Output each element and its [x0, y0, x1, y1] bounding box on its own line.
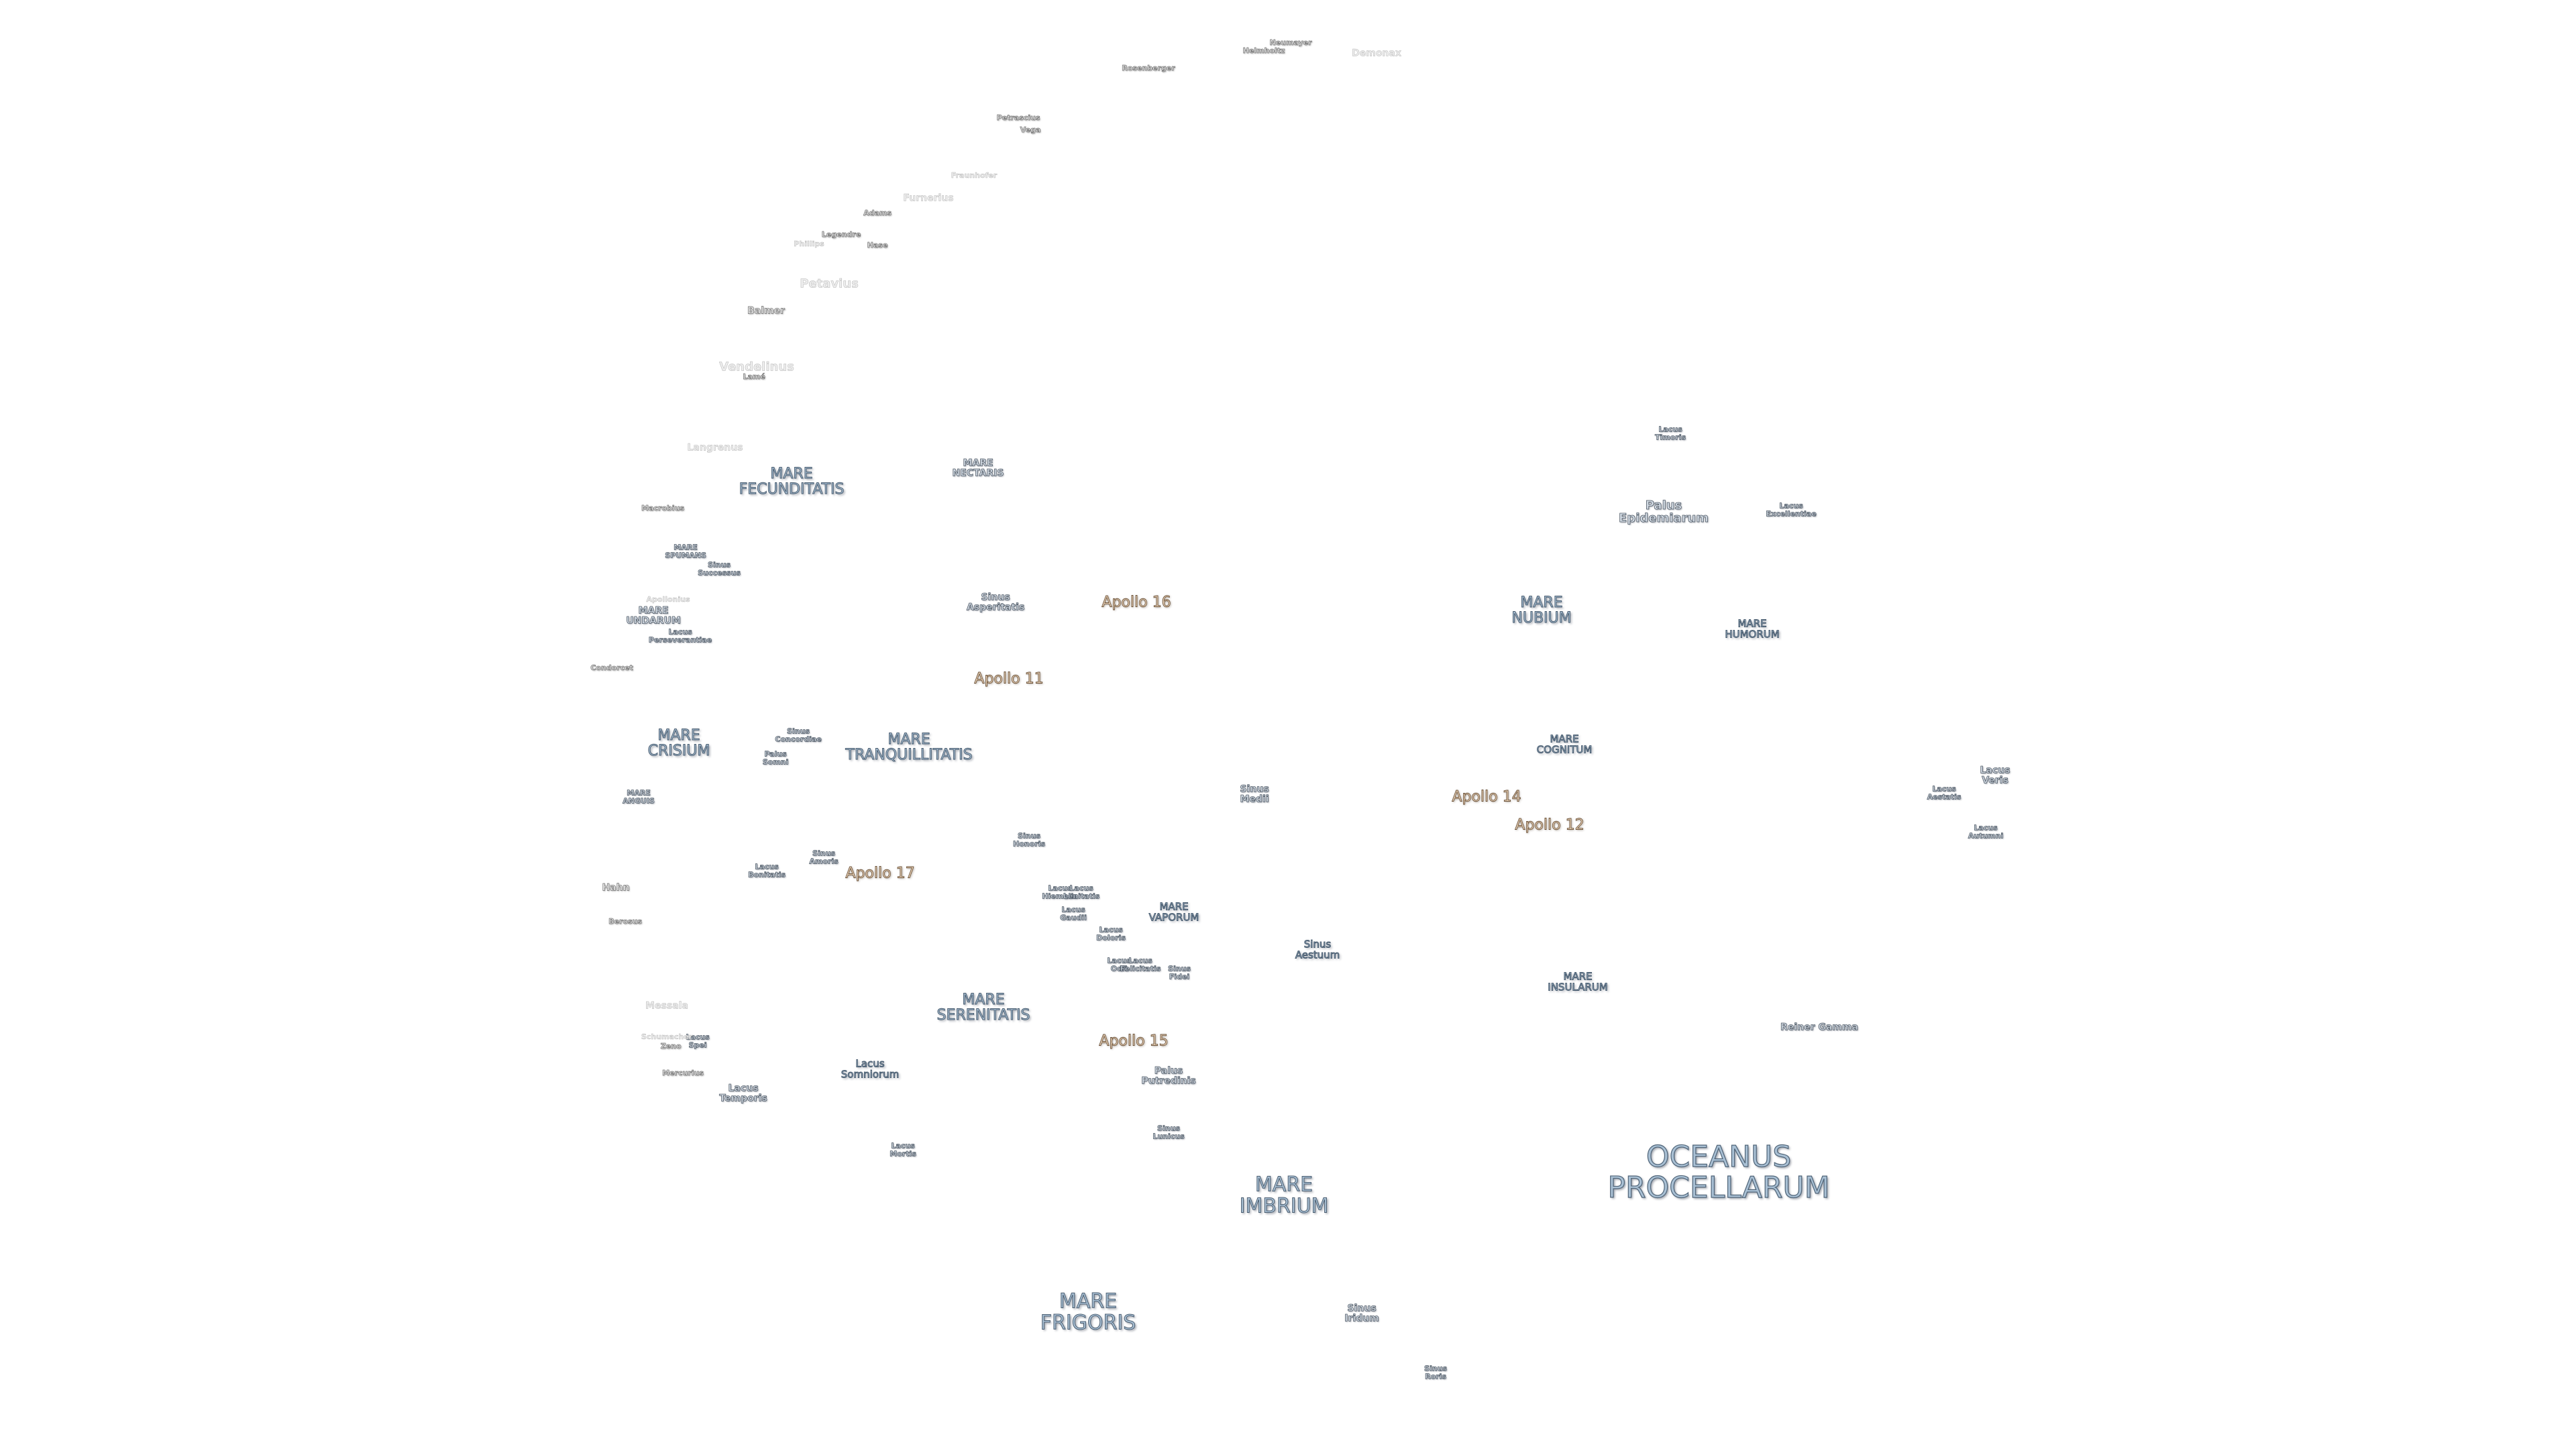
label-mare-spumans: MARE SPUMANS [665, 543, 706, 559]
label-palus-epidemiarum: Palus Epidemiarum [1619, 498, 1709, 525]
label-demonax: Demonax [1352, 48, 1401, 59]
label-furnerius: Furnerius [903, 193, 954, 204]
label-sinus-lunicus: Sinus Lunicus [1152, 1124, 1185, 1140]
label-sinus-aestuum: Sinus Aestuum [1295, 938, 1340, 961]
label-sinus-honoris: Sinus Honoris [1013, 831, 1046, 848]
label-lacus-timoris: Lacus Timoris [1654, 425, 1686, 441]
label-sinus-concordiae: Sinus Concordiae [775, 727, 822, 743]
label-lame: Lamé [743, 372, 765, 382]
label-mercurius: Mercurius [662, 1069, 704, 1078]
label-sinus-roris: Sinus Roris [1424, 1364, 1448, 1381]
label-lacus-hiemalis: Lacus Hiemalis [1042, 883, 1078, 900]
label-lacus-mortis: Lacus Mortis [890, 1141, 916, 1158]
label-apollo-11: Apollo 11 [974, 670, 1044, 688]
label-sinus-amoris: Sinus Amoris [809, 849, 839, 865]
label-neumayer: Neumayer [1269, 38, 1312, 48]
label-berosus: Berosus [608, 917, 642, 926]
label-hahn: Hahn [602, 882, 630, 894]
label-palus-somni: Palus Somni [762, 749, 789, 766]
label-condorcet: Condorcet [590, 663, 633, 673]
label-lacus-perseverantiae: Lacus Perseverantiae [648, 627, 712, 644]
label-macrobius: Macrobius [641, 504, 685, 513]
label-lacus-odii: Lacus Odii [1107, 956, 1131, 973]
label-reiner-gamma: Reiner Gamma [1780, 1022, 1859, 1033]
label-lacus-doloris: Lacus Doloris [1096, 925, 1126, 942]
label-lacus-temporis: Lacus Temporis [719, 1083, 767, 1104]
label-mare-tranquillitatis: MARE TRANQUILLITATIS [845, 731, 973, 763]
label-lacus-gaudii: Lacus Gaudii [1060, 905, 1087, 922]
label-mare-frigoris: MARE FRIGORIS [1040, 1289, 1136, 1334]
label-mare-insularum: MARE INSULARUM [1548, 970, 1608, 993]
label-mare-vaporum: MARE VAPORUM [1148, 900, 1199, 923]
label-helmholtz: Helmholtz [1242, 46, 1285, 56]
label-mare-humorum: MARE HUMORUM [1725, 617, 1780, 640]
label-apollo-15: Apollo 15 [1099, 1032, 1169, 1050]
label-lacus-veris: Lacus Veris [1980, 765, 2010, 786]
label-lacus-spei: Lacus Spei [686, 1032, 710, 1049]
label-lacus-lenitatis: Lacus Lenitatis [1063, 883, 1100, 900]
label-apollo-12: Apollo 12 [1515, 816, 1585, 834]
label-lacus-bonitatis: Lacus Bonitatis [748, 862, 786, 879]
label-vendelinus: Vendelinus [719, 360, 794, 374]
label-petrascius: Petrascius [996, 113, 1040, 123]
label-mare-anguis: MARE ANGUIS [623, 788, 655, 805]
label-sinus-successus: Sinus Successus [698, 560, 741, 577]
label-mare-nectaris: MARE NECTARIS [952, 458, 1004, 478]
label-lacus-excellentiae: Lacus Excellentiae [1766, 501, 1817, 518]
label-sinus-iridum: Sinus Iridum [1344, 1303, 1379, 1324]
label-messala: Messala [645, 1000, 688, 1012]
label-oceanus-procellarum: OCEANUS PROCELLARUM [1607, 1139, 1830, 1205]
label-mare-nubium: MARE NUBIUM [1511, 594, 1572, 627]
label-legendre: Legendre [821, 230, 861, 239]
label-vega: Vega [1020, 125, 1041, 135]
label-petavius: Petavius [800, 276, 859, 291]
label-apollonius: Apollonius [646, 595, 690, 604]
label-adams: Adams [863, 209, 892, 218]
label-apollo-14: Apollo 14 [1452, 788, 1521, 806]
label-fraunhofer: Fraunhofer [951, 171, 998, 180]
label-apollo-17: Apollo 17 [845, 865, 915, 882]
label-mare-cognitum: MARE COGNITUM [1536, 733, 1593, 755]
label-lacus-felicitatis: Lacus Felicitatis [1120, 956, 1161, 973]
label-mare-serenitatis: MARE SERENITATIS [936, 991, 1030, 1024]
label-zeno: Zeno [660, 1042, 682, 1051]
label-phillips: Phillips [794, 239, 824, 249]
label-lacus-somniorum: Lacus Somniorum [841, 1057, 900, 1080]
label-mare-fecunditatis: MARE FECUNDITATIS [739, 465, 845, 498]
label-mare-crisium: MARE CRISIUM [647, 727, 710, 759]
label-palus-putredinis: Palus Putredinis [1141, 1065, 1196, 1086]
label-rosenberger: Rosenberger [1122, 64, 1175, 73]
label-mare-undarum: MARE UNDARUM [626, 605, 681, 626]
label-sinus-asperitatis: Sinus Asperitatis [966, 592, 1025, 612]
label-schumacher: Schumacher [641, 1032, 693, 1042]
label-hase: Hase [867, 241, 888, 250]
label-balmer: Balmer [747, 305, 786, 317]
label-mare-imbrium: MARE IMBRIUM [1239, 1173, 1329, 1218]
label-sinus-fidei: Sinus Fidei [1168, 964, 1191, 981]
label-lacus-aestatis: Lacus Aestatis [1927, 784, 1962, 801]
label-sinus-medii: Sinus Medii [1240, 784, 1269, 804]
label-lacus-autumni: Lacus Autumni [1968, 823, 2004, 840]
label-langrenus: Langrenus [687, 442, 743, 453]
label-apollo-16: Apollo 16 [1102, 594, 1171, 611]
